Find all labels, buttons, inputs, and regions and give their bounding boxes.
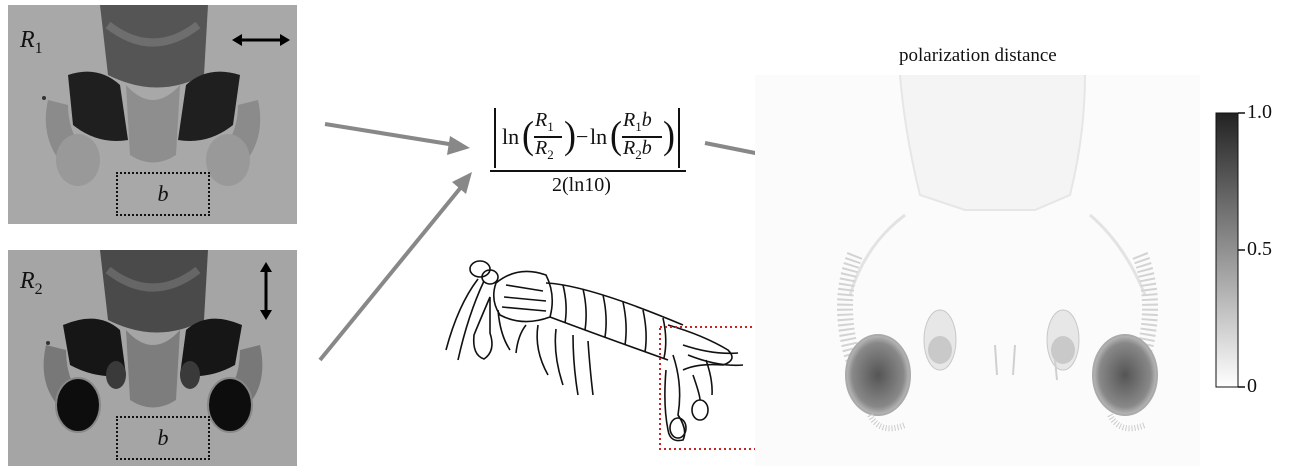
formula-abs-right-bar — [678, 108, 680, 168]
output-title: polarization distance — [899, 45, 1057, 67]
arrow-r1-to-formula — [325, 124, 470, 155]
formula-main-fraction-line — [490, 170, 686, 172]
colorbar-tick-mid: 0.5 — [1247, 238, 1272, 261]
formula-r1b: R1b — [623, 109, 652, 135]
colorbar-tick-min: 0 — [1247, 375, 1257, 398]
polarization-distance-map — [755, 75, 1200, 466]
formula-paren-open-2: ( — [610, 112, 622, 158]
formula-ln-2: ln — [590, 124, 607, 150]
formula-paren-close-2: ) — [663, 112, 675, 158]
colorbar-tick-max: 1.0 — [1247, 101, 1272, 124]
formula-minus: − — [576, 124, 588, 150]
formula-paren-open-1: ( — [522, 112, 534, 158]
formula-ln-1: ln — [502, 124, 519, 150]
formula-abs-left-bar — [494, 108, 496, 168]
formula-r2b: R2b — [623, 137, 652, 163]
colorbar — [1210, 105, 1250, 395]
formula-r2: R2 — [535, 137, 554, 163]
formula-paren-close-1: ) — [564, 112, 576, 158]
formula-r1: R1 — [535, 109, 554, 135]
mantis-shrimp-illustration — [438, 255, 778, 455]
formula: ln ( R1 R2 ) − ln ( R1b R2b ) 2(ln10) — [490, 108, 690, 203]
formula-denominator: 2(ln10) — [552, 174, 611, 197]
